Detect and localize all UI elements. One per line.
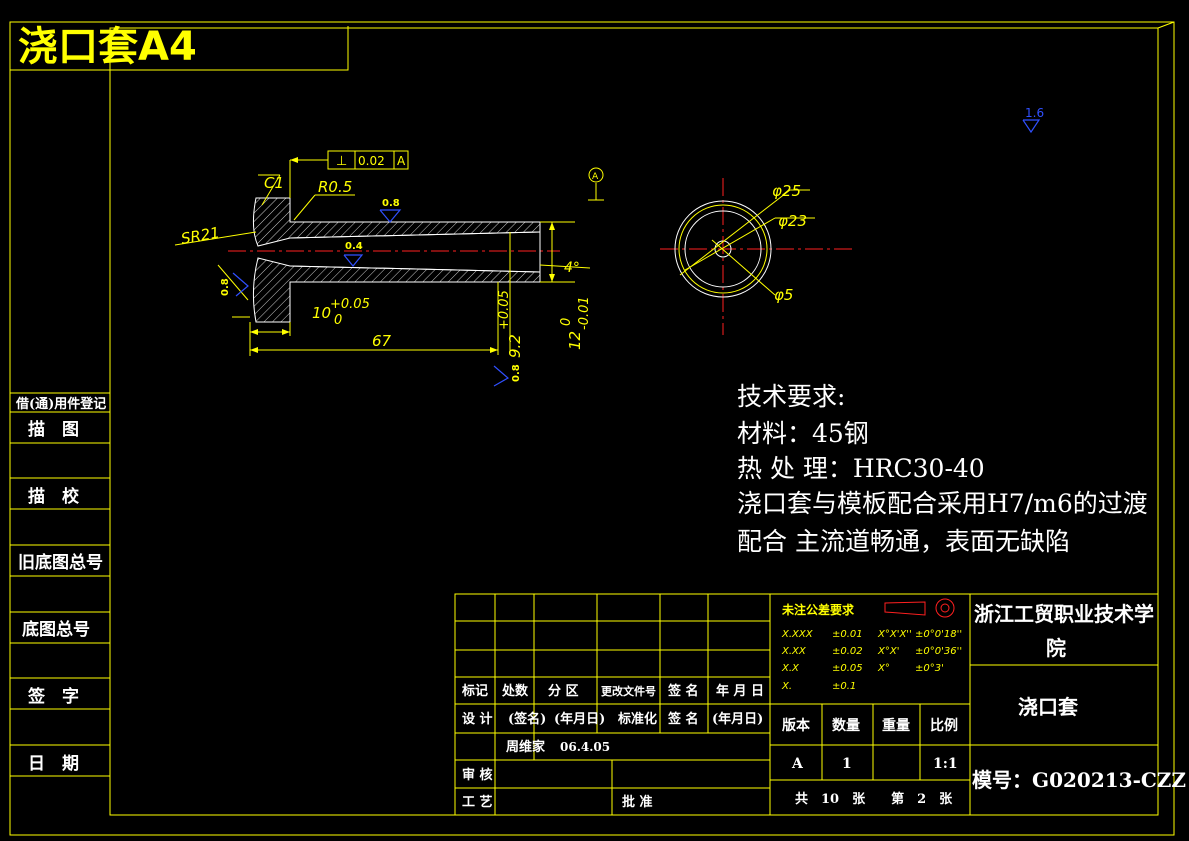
rough-08-top: 0.8 — [382, 198, 400, 209]
drawing-title: 浇口套A4 — [18, 24, 197, 70]
tb-drawing-no: 模号：G020213-CZZ — [972, 768, 1186, 792]
tb-sign: 签 名 — [667, 683, 699, 699]
tb-mark: 标记 — [461, 683, 488, 699]
end-view: φ25 φ23 φ5 — [660, 178, 855, 335]
tb-version-h: 版本 — [782, 717, 811, 734]
tb-scale-h: 比例 — [930, 717, 958, 734]
side-label-date: 日 期 — [28, 754, 79, 774]
dim-d5: φ5 — [774, 286, 793, 304]
tol-r1-c2: ±0.01 — [832, 629, 863, 640]
tol-r4-c2: ±0.1 — [832, 681, 856, 692]
notes-heading: 技术要求: — [737, 382, 845, 411]
tol-r4-c1: X. — [781, 681, 792, 692]
tol-r1-c3: X°X'X'' — [877, 629, 912, 640]
tb-design-date: 06.4.05 — [560, 740, 610, 754]
tolerance-frame: ⊥ 0.02 A — [327, 150, 409, 170]
tol-r2-c2: ±0.02 — [832, 646, 863, 657]
rough-04: 0.4 — [345, 241, 363, 252]
tb-school-line1: 浙江工贸职业技术学 — [974, 602, 1154, 626]
rough-08-left: 0.8 — [220, 278, 231, 296]
section-view: A ⊥ 0.02 A C1 R0.5 SR21 10 +0.05 0 67 9.… — [174, 150, 604, 387]
tb-qty-h: 数量 — [832, 717, 860, 734]
dim-sphere: SR21 — [180, 223, 222, 248]
side-label-old-no: 旧底图总号 — [18, 552, 103, 573]
dim-len-67: 67 — [372, 332, 392, 350]
dim-angle: 4° — [564, 260, 580, 276]
tb-zone: 分 区 — [548, 683, 579, 699]
tb-design: 设 计 — [462, 711, 493, 727]
tb-designer: 周维家 — [506, 739, 546, 755]
tb-qty: 1 — [842, 756, 852, 772]
side-label-register: 借(通)用件登记 — [15, 396, 106, 412]
title-block-lines — [454, 593, 1159, 816]
tol-r1-c4: ±0°0'18'' — [915, 629, 962, 640]
dim-dia-12-up: 0 — [559, 318, 574, 326]
tol-r2-c1: X.XX — [781, 646, 807, 657]
notes-line-4: 配合 主流道畅通，表面无缺陷 — [737, 527, 1070, 556]
side-column — [10, 392, 110, 777]
tol-r3-c2: ±0.05 — [832, 663, 863, 674]
datum-label: A — [592, 172, 599, 182]
dim-d23: φ23 — [778, 212, 807, 230]
dim-chamfer: C1 — [264, 174, 284, 192]
dim-dia-92: 9.2 — [506, 334, 524, 358]
tb-process: 工 艺 — [462, 794, 493, 810]
tb-part-name: 浇口套 — [1018, 695, 1078, 719]
side-label-trace: 描 图 — [28, 419, 79, 440]
dim-len-10-up: +0.05 — [330, 297, 370, 312]
tol-r3-c4: ±0°3' — [915, 663, 944, 674]
tb-sheets: 共 10 张 第 2 张 — [795, 791, 953, 807]
side-label-check: 描 校 — [28, 486, 80, 507]
tol-r3-c1: X.X — [781, 663, 800, 674]
tolerance-value: 0.02 — [358, 154, 385, 168]
tolerance-datum: A — [397, 154, 406, 168]
side-label-base-no: 底图总号 — [22, 619, 90, 640]
tb-ymd2: (年月日) — [712, 711, 763, 727]
tb-sign2: 签 名 — [667, 711, 699, 727]
tb-school-line2: 院 — [1046, 636, 1066, 660]
dim-len-10: 10 — [312, 304, 331, 322]
tol-r2-c3: X°X' — [877, 646, 899, 657]
notes-line-2: 热 处 理：HRC30-40 — [737, 454, 985, 483]
tb-version: A — [791, 756, 804, 772]
dim-dia-12: 12 — [566, 331, 584, 350]
tb-weight-h: 重量 — [882, 717, 910, 734]
tb-ymd: (年月日) — [554, 711, 605, 727]
tb-change-doc: 更改文件号 — [601, 684, 656, 698]
tolerance-title: 未注公差要求 — [781, 602, 855, 617]
tb-scale: 1:1 — [933, 756, 958, 772]
dim-fillet: R0.5 — [318, 178, 352, 196]
technical-notes: 技术要求: 材料：45钢 热 处 理：HRC30-40 浇口套与模板配合采用H7… — [737, 382, 1148, 556]
tb-approve: 批 准 — [622, 794, 653, 810]
side-label-sign: 签 字 — [27, 686, 79, 707]
tb-sign-name: (签名) — [508, 711, 546, 727]
tol-r2-c4: ±0°0'36'' — [915, 646, 962, 657]
dim-dia-92-tol: +0.05 — [497, 290, 512, 330]
notes-line-3: 浇口套与模板配合采用H7/m6的过渡 — [737, 489, 1148, 518]
tb-standard: 标准化 — [617, 711, 657, 727]
dim-d25: φ25 — [772, 182, 801, 200]
tol-r1-c1: X.XXX — [781, 629, 814, 640]
tb-date: 年 月 日 — [716, 683, 764, 699]
tol-r3-c3: X° — [877, 663, 890, 674]
dim-len-10-low: 0 — [334, 313, 342, 328]
notes-line-1: 材料：45钢 — [737, 419, 869, 448]
rough-08-bottom: 0.8 — [511, 364, 522, 382]
perpendicularity-symbol: ⊥ — [336, 154, 347, 169]
dim-dia-12-low: -0.01 — [577, 296, 592, 330]
tb-count: 处数 — [501, 683, 529, 699]
tb-review: 审 核 — [462, 767, 493, 783]
rough-16-general: 1.6 — [1025, 106, 1044, 120]
